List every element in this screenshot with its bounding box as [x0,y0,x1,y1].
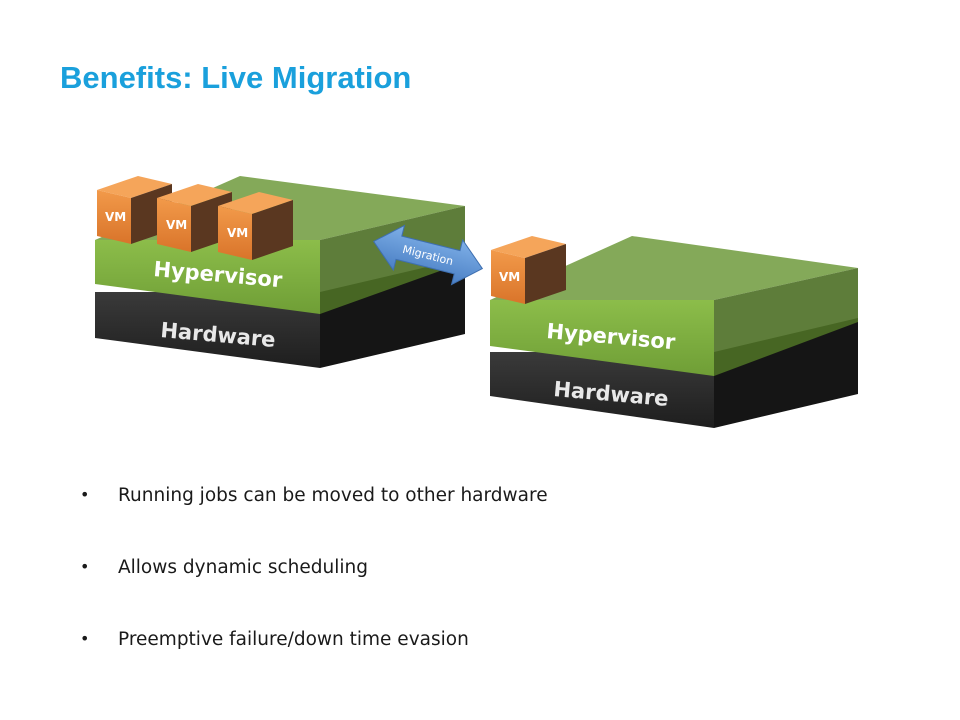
right-hypervisor-front [490,300,714,376]
slide-title: Benefits: Live Migration [60,60,412,95]
bullet-list: • Running jobs can be moved to other har… [80,478,548,694]
migration-arrow-shape [372,224,484,286]
right-host: Hardware Hypervisor VM [490,236,858,428]
right-vm-1-label: VM [499,270,520,284]
bullet-marker: • [80,485,90,504]
left-hardware-front [95,292,320,368]
bullet-item: • Preemptive failure/down time evasion [80,622,548,658]
bullet-text: Running jobs can be moved to other hardw… [118,485,548,506]
left-vm-3-label: VM [227,226,248,240]
right-hypervisor-side [714,268,858,376]
left-vm-1-label: VM [105,210,126,224]
bullet-marker: • [80,557,90,576]
bullet-text: Preemptive failure/down time evasion [118,629,469,650]
bullet-item: • Allows dynamic scheduling [80,550,548,586]
right-hypervisor-top [490,236,858,300]
left-hypervisor-front [95,240,320,314]
bullet-item: • Running jobs can be moved to other har… [80,478,548,514]
left-vm-3: VM [218,192,293,260]
bullet-text: Allows dynamic scheduling [118,557,369,578]
right-vm-1: VM [491,236,566,304]
right-hardware-front [490,352,714,428]
right-hypervisor-layer: Hypervisor [490,236,858,376]
left-host: Hardware Hypervisor VM VM VM [95,176,465,368]
left-vm-2-label: VM [166,218,187,232]
bullet-marker: • [80,629,90,648]
